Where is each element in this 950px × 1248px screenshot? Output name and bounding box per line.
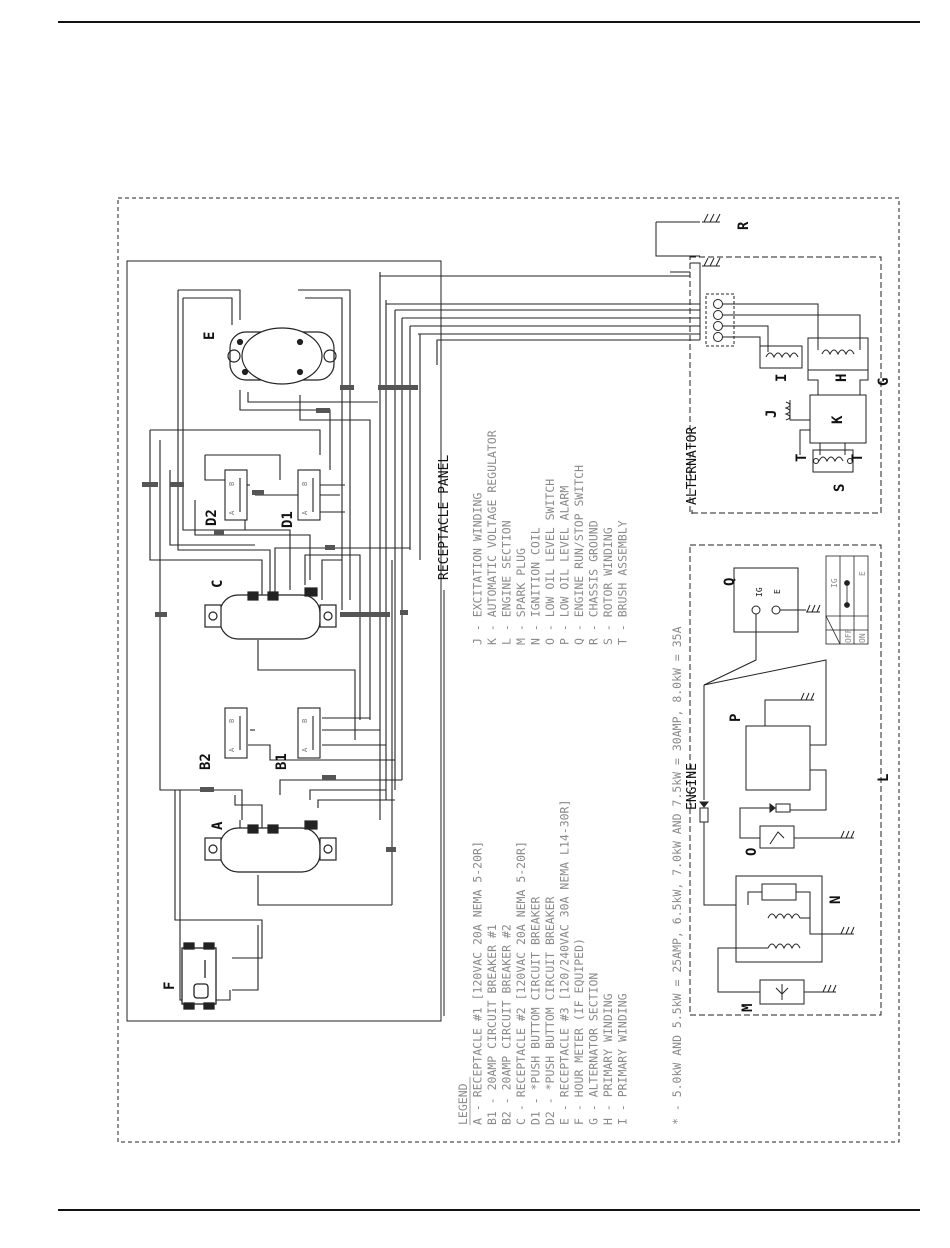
label-b2: B2	[198, 753, 214, 770]
table-col-ig: IG	[830, 578, 839, 588]
low-oil-switch-o	[759, 825, 844, 849]
legend-left-5: D1 - *PUSH BUTTOM CIRCUIT BREAKER	[529, 896, 543, 1125]
legend-right-7: P - LOW OIL LEVEL ALARM	[558, 486, 572, 645]
breaker-b2	[224, 707, 248, 759]
label-d2: D2	[204, 509, 220, 526]
legend-right-6: O - LOW OIL LEVEL SWITCH	[543, 479, 557, 645]
spark-plug-m	[759, 979, 822, 1005]
label-t1: T	[794, 454, 810, 462]
ground-symbols	[702, 213, 855, 993]
b2-terminal-b: B	[228, 719, 236, 723]
label-i: I	[774, 374, 790, 382]
legend-right-8: Q - ENGINE RUN/STOP SWITCH	[572, 465, 586, 645]
hour-meter-f	[181, 942, 217, 1010]
alternator-section-box	[689, 256, 882, 514]
legend-right-9: R - CHASSIS GROUND	[587, 520, 601, 645]
outer-frame	[117, 197, 900, 1143]
d2-terminal-b: B	[228, 482, 236, 486]
legend-title: LEGEND	[456, 1083, 470, 1125]
label-n: N	[828, 896, 844, 904]
label-g: G	[876, 378, 892, 386]
label-q: Q	[722, 578, 738, 586]
label-d1: D1	[280, 511, 296, 528]
diode	[698, 801, 791, 906]
alternator-connector-block	[655, 221, 861, 352]
receptacle-panel-box	[126, 260, 442, 1022]
legend-right-10: S - ROTOR WINDING	[601, 527, 615, 645]
table-col-e: E	[858, 571, 867, 576]
label-j: J	[764, 410, 780, 418]
label-f: F	[162, 982, 178, 990]
b2-terminal-a: A	[228, 747, 236, 752]
legend-left-11: I - PRIMARY WINDING	[616, 993, 630, 1125]
winding-h	[807, 337, 869, 395]
switch-terminal-e: E	[773, 589, 782, 594]
top-rule	[58, 21, 920, 23]
excitation-winding-j	[784, 401, 791, 421]
legend-left-7: E - RECEPTACLE #3 [120/240VAC 30A NEMA L…	[558, 800, 572, 1125]
label-b1: B1	[274, 753, 290, 770]
receptacle-c	[204, 587, 337, 640]
harness-connectors	[142, 385, 418, 852]
label-k: K	[830, 415, 846, 424]
alternator-title: ALTERNATOR	[685, 427, 700, 505]
receptacle-panel-title: RECEPTACLE PANEL	[437, 455, 452, 580]
switch-state-table	[825, 555, 869, 645]
run-stop-switch-q	[703, 567, 806, 686]
label-r: R	[736, 221, 752, 230]
label-m: M	[740, 1004, 756, 1012]
breaker-d2	[224, 469, 248, 521]
legend-left-10: H - PRIMARY WINDING	[601, 993, 615, 1125]
label-p: P	[728, 714, 744, 722]
legend-right-5: N - IGNITION COIL	[529, 527, 543, 645]
legend-right-4: M - SPARK PLUG	[514, 548, 528, 645]
bottom-rule	[58, 1209, 920, 1211]
switch-terminal-ig: IG	[755, 587, 764, 597]
legend-right-3: L - ENGINE SECTION	[500, 520, 514, 645]
label-a: A	[210, 821, 226, 830]
legend-footnote: * - 5.0kW AND 5.5kW = 25AMP, 6.5kW, 7.0k…	[670, 626, 684, 1125]
label-e: E	[202, 332, 218, 340]
rotor-winding-s	[812, 449, 854, 473]
table-row-on: ON	[858, 633, 867, 643]
legend-right-11: T - BRUSH ASSEMBLY	[616, 520, 630, 645]
legend-left-1: A - RECEPTACLE #1 [120VAC 20A NEMA 5-20R…	[471, 841, 485, 1125]
engine-title: ENGINE	[685, 763, 700, 810]
label-l: L	[876, 774, 892, 782]
winding-i	[759, 345, 803, 369]
breaker-d1	[297, 469, 321, 521]
label-t2: T	[850, 454, 866, 462]
low-oil-alarm-p	[703, 659, 827, 811]
label-c: C	[210, 580, 226, 588]
legend-left-3: B2 - 20AMP CIRCUIT BREAKER #2	[500, 924, 514, 1125]
legend-left-2: B1 - 20AMP CIRCUIT BREAKER #1	[485, 924, 499, 1125]
b1-terminal-b: B	[301, 719, 309, 723]
legend-left-9: G - ALTERNATOR SECTION	[587, 973, 601, 1125]
legend-left-4: C - RECEPTACLE #2 [120VAC 20A NEMA 5-20R…	[514, 841, 528, 1125]
engine-section-box	[689, 544, 882, 1016]
legend: LEGEND A - RECEPTACLE #1 [120VAC 20A NEM…	[456, 430, 630, 1125]
table-row-off: OFF	[844, 628, 853, 643]
legend-left-6: D2 - *PUSH BUTTOM CIRCUIT BREAKER	[543, 896, 557, 1125]
d1-terminal-b: B	[301, 482, 309, 486]
d2-terminal-a: A	[228, 510, 236, 515]
legend-right-2: K - AUTOMATIC VOLTAGE REGULATOR	[485, 430, 499, 645]
receptacle-e	[227, 327, 337, 385]
d1-terminal-a: A	[301, 510, 309, 515]
label-s: S	[832, 484, 848, 492]
harness-wires	[149, 271, 700, 1001]
ignition-coil-n	[717, 875, 844, 993]
label-o: O	[744, 848, 760, 856]
legend-left-8: F - HOUR METER (IF EQUIPED)	[572, 938, 586, 1125]
legend-right-1: J - EXCITATION WINDING	[471, 493, 485, 645]
label-h: H	[834, 374, 850, 382]
b1-terminal-a: A	[301, 747, 309, 752]
breaker-b1	[297, 707, 321, 759]
receptacle-a	[204, 820, 337, 873]
voltage-regulator-k	[789, 394, 867, 455]
